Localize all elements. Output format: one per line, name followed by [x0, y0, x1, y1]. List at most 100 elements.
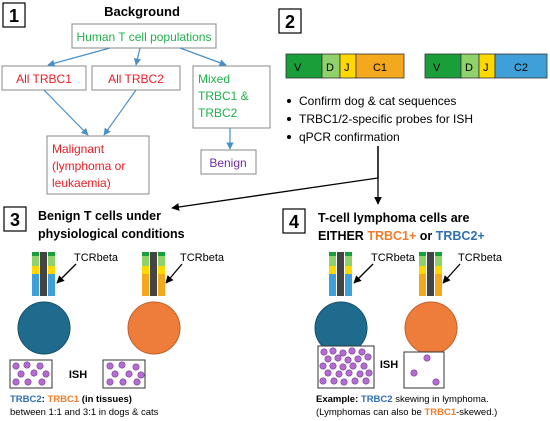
ish-signal-dot — [339, 349, 347, 357]
gene1-v-segment — [285, 53, 323, 79]
receptor-d-chain — [32, 256, 39, 266]
gene2-c-label: C2 — [514, 62, 528, 74]
arrow-root-to-trbc1 — [47, 47, 111, 67]
ish-signal-dot — [360, 362, 368, 370]
ish-signal-dot — [320, 348, 328, 356]
tcrbeta-pointer-arrow — [353, 263, 374, 284]
bullet-dot — [287, 99, 291, 103]
receptor-partner-chain — [337, 252, 344, 296]
panel2-number: 2 — [285, 12, 295, 32]
benign-label: Benign — [209, 156, 246, 170]
panel1-heading: Background — [104, 4, 180, 19]
receptor-j-chain — [158, 266, 165, 274]
panel3-ish-label: ISH — [69, 369, 87, 381]
panel4-title-line2: EITHER TRBC1+ or TRBC2+ — [318, 229, 485, 243]
ish-signal-dot — [132, 363, 140, 371]
caption-trbc1: TRBC1 — [424, 407, 456, 418]
ish-signal-dot — [324, 355, 332, 363]
gene2-v-label: V — [433, 62, 441, 74]
gene1-c-label: C1 — [373, 62, 387, 74]
ish-signal-dot — [351, 377, 359, 385]
title-or: or — [416, 229, 435, 243]
malignant-line3: leukaemia) — [52, 176, 111, 190]
receptor-j-chain — [435, 266, 442, 274]
malignant-line2: (lymphoma or — [52, 159, 125, 173]
panel3-title-line1: Benign T cells under — [38, 209, 161, 223]
ish-signal-dot — [345, 369, 353, 377]
receptor-j-chain — [329, 266, 336, 274]
ish-signal-dot — [423, 354, 431, 362]
ish-signal-dot — [339, 363, 347, 371]
panel4-tcrbeta-label-2: TCRbeta — [458, 252, 503, 264]
lymphoma-cell-trbc1 — [404, 252, 458, 355]
ish-signal-dot — [30, 369, 38, 377]
ish-signal-dot — [319, 377, 327, 385]
tcell-body — [404, 301, 458, 355]
gene-construct-c1: V D J C1 — [285, 53, 405, 79]
receptor-j-chain — [142, 266, 149, 274]
ish-signal-dot — [23, 361, 31, 369]
receptor-j-chain — [32, 266, 39, 274]
receptor-c2-chain — [48, 274, 55, 296]
gene2-d-label: D — [465, 62, 473, 74]
ish-signal-dot — [334, 354, 342, 362]
receptor-c1-chain — [435, 274, 442, 296]
receptor-j-chain — [345, 266, 352, 274]
panel4-ish-label: ISH — [380, 359, 398, 371]
panel1-number: 1 — [9, 6, 19, 26]
receptor-c2-chain — [32, 274, 39, 296]
panel3-caption-line1: TRBC2: TRBC1 (in tissues) — [10, 394, 132, 405]
receptor-d-chain — [48, 256, 55, 266]
ish-signal-dot — [340, 378, 348, 386]
ish-dots-layer — [12, 347, 440, 386]
caption-skewed: -skewed.) — [456, 407, 497, 418]
panel2-number-box — [278, 8, 302, 34]
tcrbeta-pointer-arrow — [56, 263, 77, 284]
arrow-trbc1-to-malignant — [43, 89, 89, 136]
tcrbeta-pointer-arrow — [165, 263, 183, 284]
panel1-number-box — [2, 2, 26, 28]
panel4-caption-line2: (Lymphomas can also be TRBC1-skewed.) — [316, 407, 497, 418]
arrow-root-to-mixed — [179, 47, 227, 67]
branch-trbc1-box — [1, 65, 87, 91]
ish-signal-dot — [125, 370, 133, 378]
caption-skewing: skewing in lymphoma. — [393, 394, 489, 405]
panel3-caption-line2: between 1:1 and 3:1 in dogs & cats — [10, 407, 159, 418]
tcell-body — [17, 301, 71, 355]
ish-signal-dot — [111, 370, 119, 378]
branch-mixed-line2: TRBC1 & — [198, 89, 249, 103]
receptor-c1-chain — [142, 274, 149, 296]
ish-signal-dot — [119, 378, 127, 386]
benign-box — [200, 149, 257, 175]
branch-mixed-line1: Mixed — [198, 72, 230, 86]
ish-signal-dot — [324, 369, 332, 377]
receptor-partner-chain — [427, 252, 434, 296]
branch-mixed-box — [192, 65, 271, 129]
receptor-d-chain — [435, 256, 442, 266]
ish-signal-dot — [12, 378, 20, 386]
title-trbc2: TRBC2+ — [436, 229, 485, 243]
receptor-d-chain — [329, 256, 336, 266]
bullet-qpcr: qPCR confirmation — [299, 130, 400, 144]
branch-trbc2-label: All TRBC2 — [108, 72, 164, 86]
receptor-c2-chain — [329, 274, 336, 296]
ish-signal-dot — [17, 370, 25, 378]
tcell-body — [127, 301, 181, 355]
receptor-partner-chain — [40, 252, 47, 296]
ish-signal-dot — [24, 378, 32, 386]
panel3-tcrbeta-label-1: TCRbeta — [74, 252, 119, 264]
ish-signal-dot — [42, 370, 50, 378]
ish-signal-dot — [12, 362, 20, 370]
caption-also: (Lymphomas can also be — [316, 407, 424, 418]
benign-cell-trbc2 — [17, 252, 71, 355]
branch-mixed-line3: TRBC2 — [198, 106, 238, 120]
panel4-tcrbeta-label-1: TCRbeta — [371, 252, 416, 264]
ish-signal-dot — [362, 377, 370, 385]
gene-construct-c2: V D J C2 — [424, 53, 548, 79]
gene1-v-label: V — [294, 62, 302, 74]
receptor-partner-chain — [150, 252, 157, 296]
arrow-trbc2-to-malignant — [103, 89, 137, 136]
ish-signal-dot — [344, 356, 352, 364]
root-box — [71, 23, 217, 49]
